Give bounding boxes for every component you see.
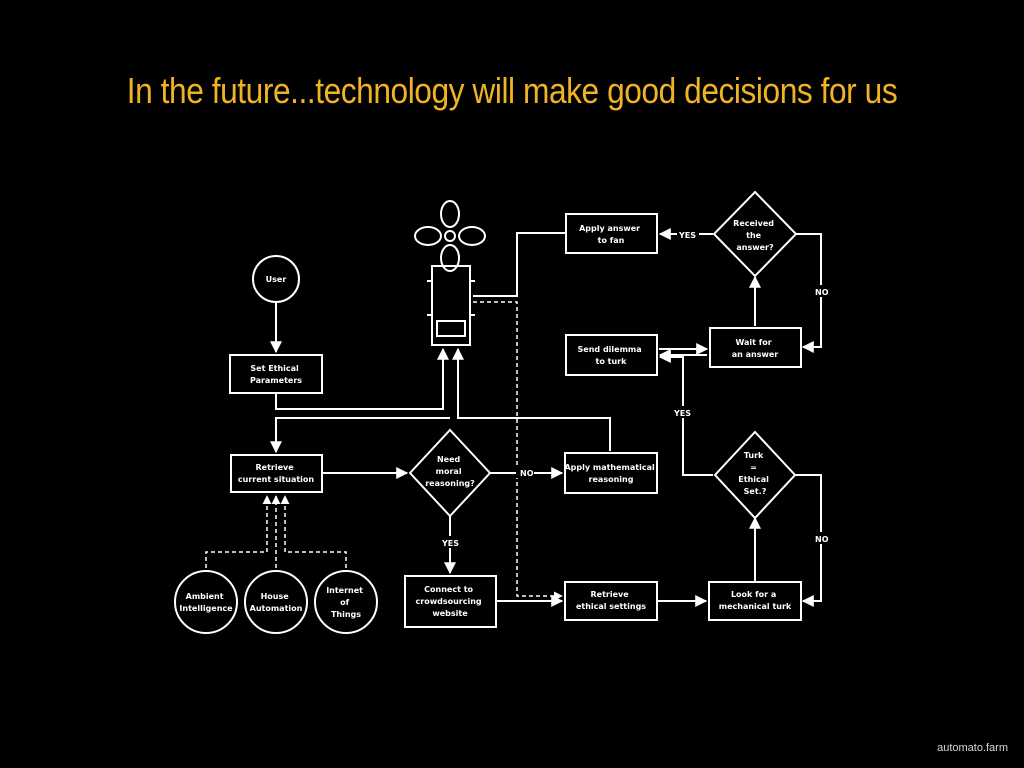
node-connect-crowd-line: Connect to xyxy=(424,585,473,594)
edge-label-yes-turk: YES xyxy=(673,409,691,418)
edge-label-no-turk: NO xyxy=(815,535,829,544)
node-apply-math-line: Apply mathematical xyxy=(564,463,655,472)
svg-text:Internet of Th: Internet of Things xyxy=(326,586,366,619)
node-received-line: the xyxy=(746,231,762,240)
node-retrieve-ethical-settings: Retrieve ethical settings xyxy=(564,581,658,621)
edge-device-to-retrieve xyxy=(270,417,450,454)
svg-text:Received the a: Received the answer? xyxy=(733,219,777,252)
edge-iot-to-retrieve xyxy=(280,495,347,568)
node-ambient-line: Ambient xyxy=(186,592,224,601)
node-look-for-mechanical-turk: Look for a mechanical turk xyxy=(708,581,802,621)
node-send-dilemma-to-turk: Send dilemma to turk xyxy=(565,334,658,376)
node-ambient-intelligence: Ambient Intelligence xyxy=(174,570,238,634)
edge-label-no-received: NO xyxy=(815,288,829,297)
node-wait-answer-line: an answer xyxy=(732,350,779,359)
svg-text:Look for a mechanical: Look for a mechanical turk xyxy=(719,590,792,611)
node-turk-equals-line: Ethical xyxy=(738,475,769,484)
node-retrieve-current-line: Retrieve xyxy=(256,463,295,472)
edge-label-yes-moral: YES xyxy=(441,539,459,548)
svg-text:House Automation: House Automation xyxy=(250,592,303,613)
svg-text:Apply mathematical rea: Apply mathematical reasoning xyxy=(564,463,657,484)
node-connect-crowd-line: crowdsourcing xyxy=(416,597,482,606)
edge-ambient-to-retrieve xyxy=(205,495,272,568)
node-user-line: User xyxy=(266,275,287,284)
node-apply-math-line: reasoning xyxy=(589,475,634,484)
node-retrieve-current-situation: Retrieve current situation xyxy=(230,454,323,493)
node-retrieve-current-line: current situation xyxy=(238,475,315,484)
node-user: User xyxy=(252,255,300,303)
svg-text:Connect to crowdsourci: Connect to crowdsourcing website xyxy=(416,585,485,618)
node-connect-crowdsourcing: Connect to crowdsourcing website xyxy=(404,575,497,628)
svg-text:Set Ethical Parameters: Set Ethical Parameters xyxy=(250,364,302,385)
edge-labels: NO YES NO YES NO YES xyxy=(440,228,831,548)
edge-apply-answer-to-device xyxy=(473,232,566,297)
node-set-ethical-line: Parameters xyxy=(250,376,302,385)
svg-text:Retrieve current situa: Retrieve current situation xyxy=(238,463,315,484)
node-apply-mathematical-reasoning: Apply mathematical reasoning xyxy=(564,452,658,494)
node-internet-of-things: Internet of Things xyxy=(314,570,378,634)
node-ambient-line: Intelligence xyxy=(179,604,233,613)
fan-robot-icon xyxy=(414,200,486,346)
node-iot-line: Internet xyxy=(326,586,363,595)
svg-text:Retrieve ethical setti: Retrieve ethical settings xyxy=(576,590,646,611)
node-wait-answer-line: Wait for xyxy=(735,338,771,347)
node-apply-answer-line: to fan xyxy=(598,236,625,245)
node-house-line: Automation xyxy=(250,604,303,613)
svg-text:Need moral rea: Need moral reasoning? xyxy=(425,455,475,488)
node-retrieve-ethical-line: ethical settings xyxy=(576,602,646,611)
svg-text:Wait for an answer: Wait for an answer xyxy=(732,338,779,359)
node-house-line: House xyxy=(261,592,290,601)
node-need-moral-line: moral xyxy=(436,467,462,476)
node-set-ethical-parameters: Set Ethical Parameters xyxy=(229,354,323,394)
node-connect-crowd-line: website xyxy=(432,609,468,618)
node-need-moral-line: reasoning? xyxy=(425,479,475,488)
node-house-automation: House Automation xyxy=(244,570,308,634)
svg-text:User: User xyxy=(266,275,287,284)
node-turk-equals-line: Turk xyxy=(744,451,764,460)
node-send-dilemma-line: Send dilemma xyxy=(578,345,642,354)
node-wait-for-answer: Wait for an answer xyxy=(709,327,802,368)
node-set-ethical-line: Set Ethical xyxy=(250,364,299,373)
svg-text:Apply answer to fan: Apply answer to fan xyxy=(579,224,643,245)
node-turk-equals-line: = xyxy=(750,463,757,472)
node-look-turk-line: mechanical turk xyxy=(719,602,792,611)
node-iot-line: Things xyxy=(331,610,361,619)
svg-text:Ambient Intelligence: Ambient Intelligence xyxy=(179,592,233,613)
node-iot-line: of xyxy=(340,598,349,607)
svg-text:Send dilemma to turk: Send dilemma to turk xyxy=(578,345,645,366)
node-apply-answer-to-fan: Apply answer to fan xyxy=(565,213,658,254)
node-send-dilemma-line: to turk xyxy=(596,357,628,366)
edge-set-ethical-to-device xyxy=(275,347,449,410)
node-retrieve-ethical-line: Retrieve xyxy=(591,590,630,599)
node-turk-equals-line: Set.? xyxy=(744,487,767,496)
node-received-the-answer: Received the answer? xyxy=(712,190,798,278)
slide-title: In the future...technology will make goo… xyxy=(126,70,898,111)
node-need-moral-reasoning: Need moral reasoning? xyxy=(408,428,492,518)
svg-text:Turk = Ethical: Turk = Ethical Set.? xyxy=(738,451,771,496)
edge-label-no-moral: NO xyxy=(520,469,534,478)
node-received-line: answer? xyxy=(736,243,774,252)
node-received-line: Received xyxy=(733,219,774,228)
footer-watermark: automato.farm xyxy=(937,742,1008,754)
node-need-moral-line: Need xyxy=(437,455,461,464)
node-turk-equals-ethical-set: Turk = Ethical Set.? xyxy=(713,430,797,520)
edge-label-yes-received: YES xyxy=(678,231,696,240)
edge-device-to-ethical-dashed xyxy=(473,301,563,601)
node-look-turk-line: Look for a xyxy=(731,590,776,599)
edge-apply-math-to-device xyxy=(452,347,611,451)
node-apply-answer-line: Apply answer xyxy=(579,224,640,233)
